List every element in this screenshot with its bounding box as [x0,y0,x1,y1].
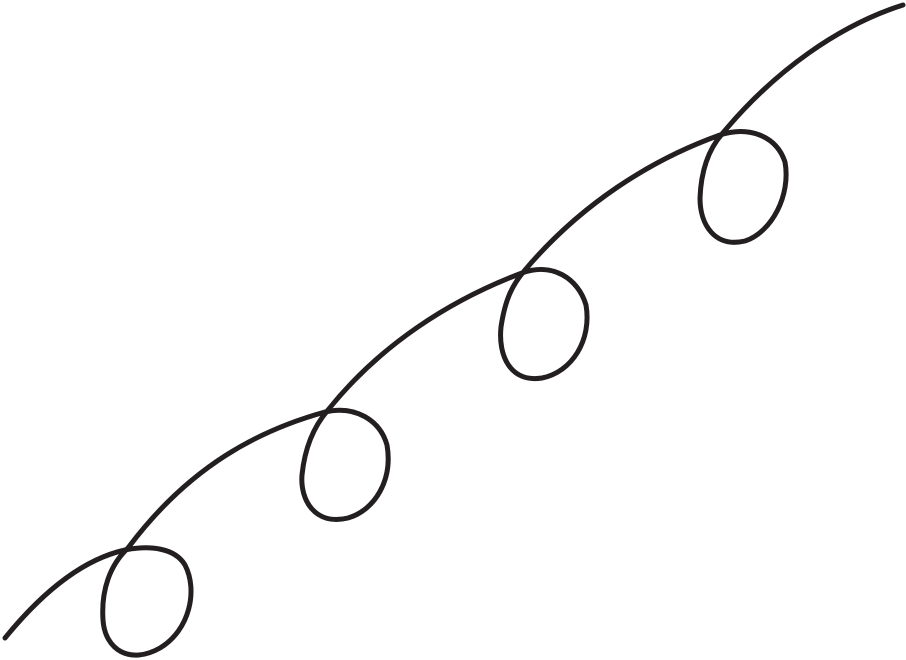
curly-loop-stroke [2,2,906,658]
curly-line-drawing [2,2,906,658]
drawing-canvas [2,2,906,658]
